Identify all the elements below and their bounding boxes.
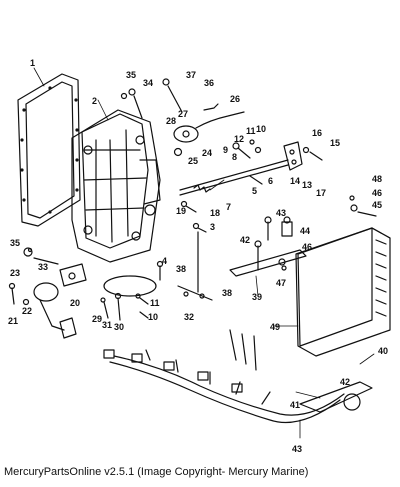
callout-label: 29 bbox=[92, 314, 102, 324]
control-bracket-part bbox=[229, 240, 307, 277]
linkage-rod-part bbox=[177, 231, 213, 301]
callout-label: 21 bbox=[8, 316, 18, 326]
callout-label: 7 bbox=[226, 202, 231, 212]
callout-label: 13 bbox=[302, 180, 312, 190]
callout-label: 38 bbox=[176, 264, 186, 274]
callout-label: 19 bbox=[176, 206, 186, 216]
grommet-part bbox=[264, 216, 293, 241]
cover-plate-part bbox=[103, 275, 157, 297]
callout-label: 46 bbox=[302, 242, 312, 252]
screw-part bbox=[232, 139, 262, 159]
callout-label: 2 bbox=[92, 96, 97, 106]
callout-label: 17 bbox=[316, 188, 326, 198]
callout-label: 40 bbox=[378, 346, 388, 356]
bolt-part bbox=[120, 88, 143, 119]
callout-label: 23 bbox=[10, 268, 20, 278]
bolt-part bbox=[100, 292, 122, 321]
callout-label: 11 bbox=[150, 298, 160, 308]
wiring-harness-part bbox=[103, 329, 373, 424]
callout-label: 35 bbox=[10, 238, 20, 248]
callout-label: 10 bbox=[148, 312, 158, 322]
callout-label: 37 bbox=[186, 70, 196, 80]
callout-label: 35 bbox=[126, 70, 136, 80]
callout-label: 20 bbox=[70, 298, 80, 308]
control-module-part bbox=[295, 227, 391, 357]
callout-label: 43 bbox=[292, 444, 302, 454]
callout-label: 8 bbox=[232, 152, 237, 162]
sensor-bracket-part bbox=[173, 103, 245, 157]
callout-labels: 1 2 35 34 37 36 27 26 28 25 24 12 11 10 … bbox=[8, 58, 388, 454]
exploded-parts-diagram: 1 2 35 34 37 36 27 26 28 25 24 12 11 10 … bbox=[8, 58, 391, 454]
callout-label: 30 bbox=[114, 322, 124, 332]
callout-label: 6 bbox=[268, 176, 273, 186]
callout-label: 4 bbox=[162, 256, 167, 266]
callout-label: 41 bbox=[290, 400, 300, 410]
gasket-part bbox=[17, 73, 81, 227]
callout-label: 47 bbox=[276, 278, 286, 288]
screw-part bbox=[349, 195, 377, 217]
callout-label: 25 bbox=[188, 156, 198, 166]
callout-label: 49 bbox=[270, 322, 280, 332]
callout-label: 12 bbox=[234, 134, 244, 144]
callout-label: 26 bbox=[230, 94, 240, 104]
callout-label: 5 bbox=[252, 186, 257, 196]
callout-label: 32 bbox=[184, 312, 194, 322]
callout-label: 14 bbox=[290, 176, 300, 186]
mounting-bracket-part bbox=[283, 141, 323, 171]
sensor-plug-part bbox=[33, 263, 87, 339]
callout-label: 43 bbox=[276, 208, 286, 218]
bolt-part bbox=[23, 247, 59, 265]
callout-label: 3 bbox=[210, 222, 215, 232]
callout-label: 9 bbox=[223, 145, 228, 155]
callout-label: 39 bbox=[252, 292, 262, 302]
callout-label: 16 bbox=[312, 128, 322, 138]
callout-label: 38 bbox=[222, 288, 232, 298]
callout-label: 45 bbox=[372, 200, 382, 210]
callout-label: 42 bbox=[340, 377, 350, 387]
callout-label: 1 bbox=[30, 58, 35, 68]
callout-label: 24 bbox=[202, 148, 212, 158]
leader-lines bbox=[33, 67, 375, 439]
bolt-part bbox=[192, 222, 207, 233]
callout-label: 10 bbox=[256, 124, 266, 134]
callout-label: 46 bbox=[372, 188, 382, 198]
image-caption: MercuryPartsOnline v2.5.1 (Image Copyrig… bbox=[4, 466, 309, 478]
callout-label: 34 bbox=[143, 78, 153, 88]
callout-label: 33 bbox=[38, 262, 48, 272]
callout-label: 15 bbox=[330, 138, 340, 148]
callout-label: 22 bbox=[22, 306, 32, 316]
callout-label: 44 bbox=[300, 226, 310, 236]
callout-label: 28 bbox=[166, 116, 176, 126]
bolt-part bbox=[162, 78, 183, 113]
callout-label: 36 bbox=[204, 78, 214, 88]
spring-part bbox=[180, 184, 211, 213]
nut-part bbox=[278, 258, 287, 271]
screw-part bbox=[135, 260, 164, 319]
callout-label: 11 bbox=[246, 126, 256, 136]
screw-part bbox=[8, 282, 30, 306]
callout-label: 27 bbox=[178, 109, 188, 119]
callout-label: 31 bbox=[102, 320, 112, 330]
callout-label: 18 bbox=[210, 208, 220, 218]
main-cover-part bbox=[71, 109, 161, 263]
callout-label: 42 bbox=[240, 235, 250, 245]
callout-label: 48 bbox=[372, 174, 382, 184]
